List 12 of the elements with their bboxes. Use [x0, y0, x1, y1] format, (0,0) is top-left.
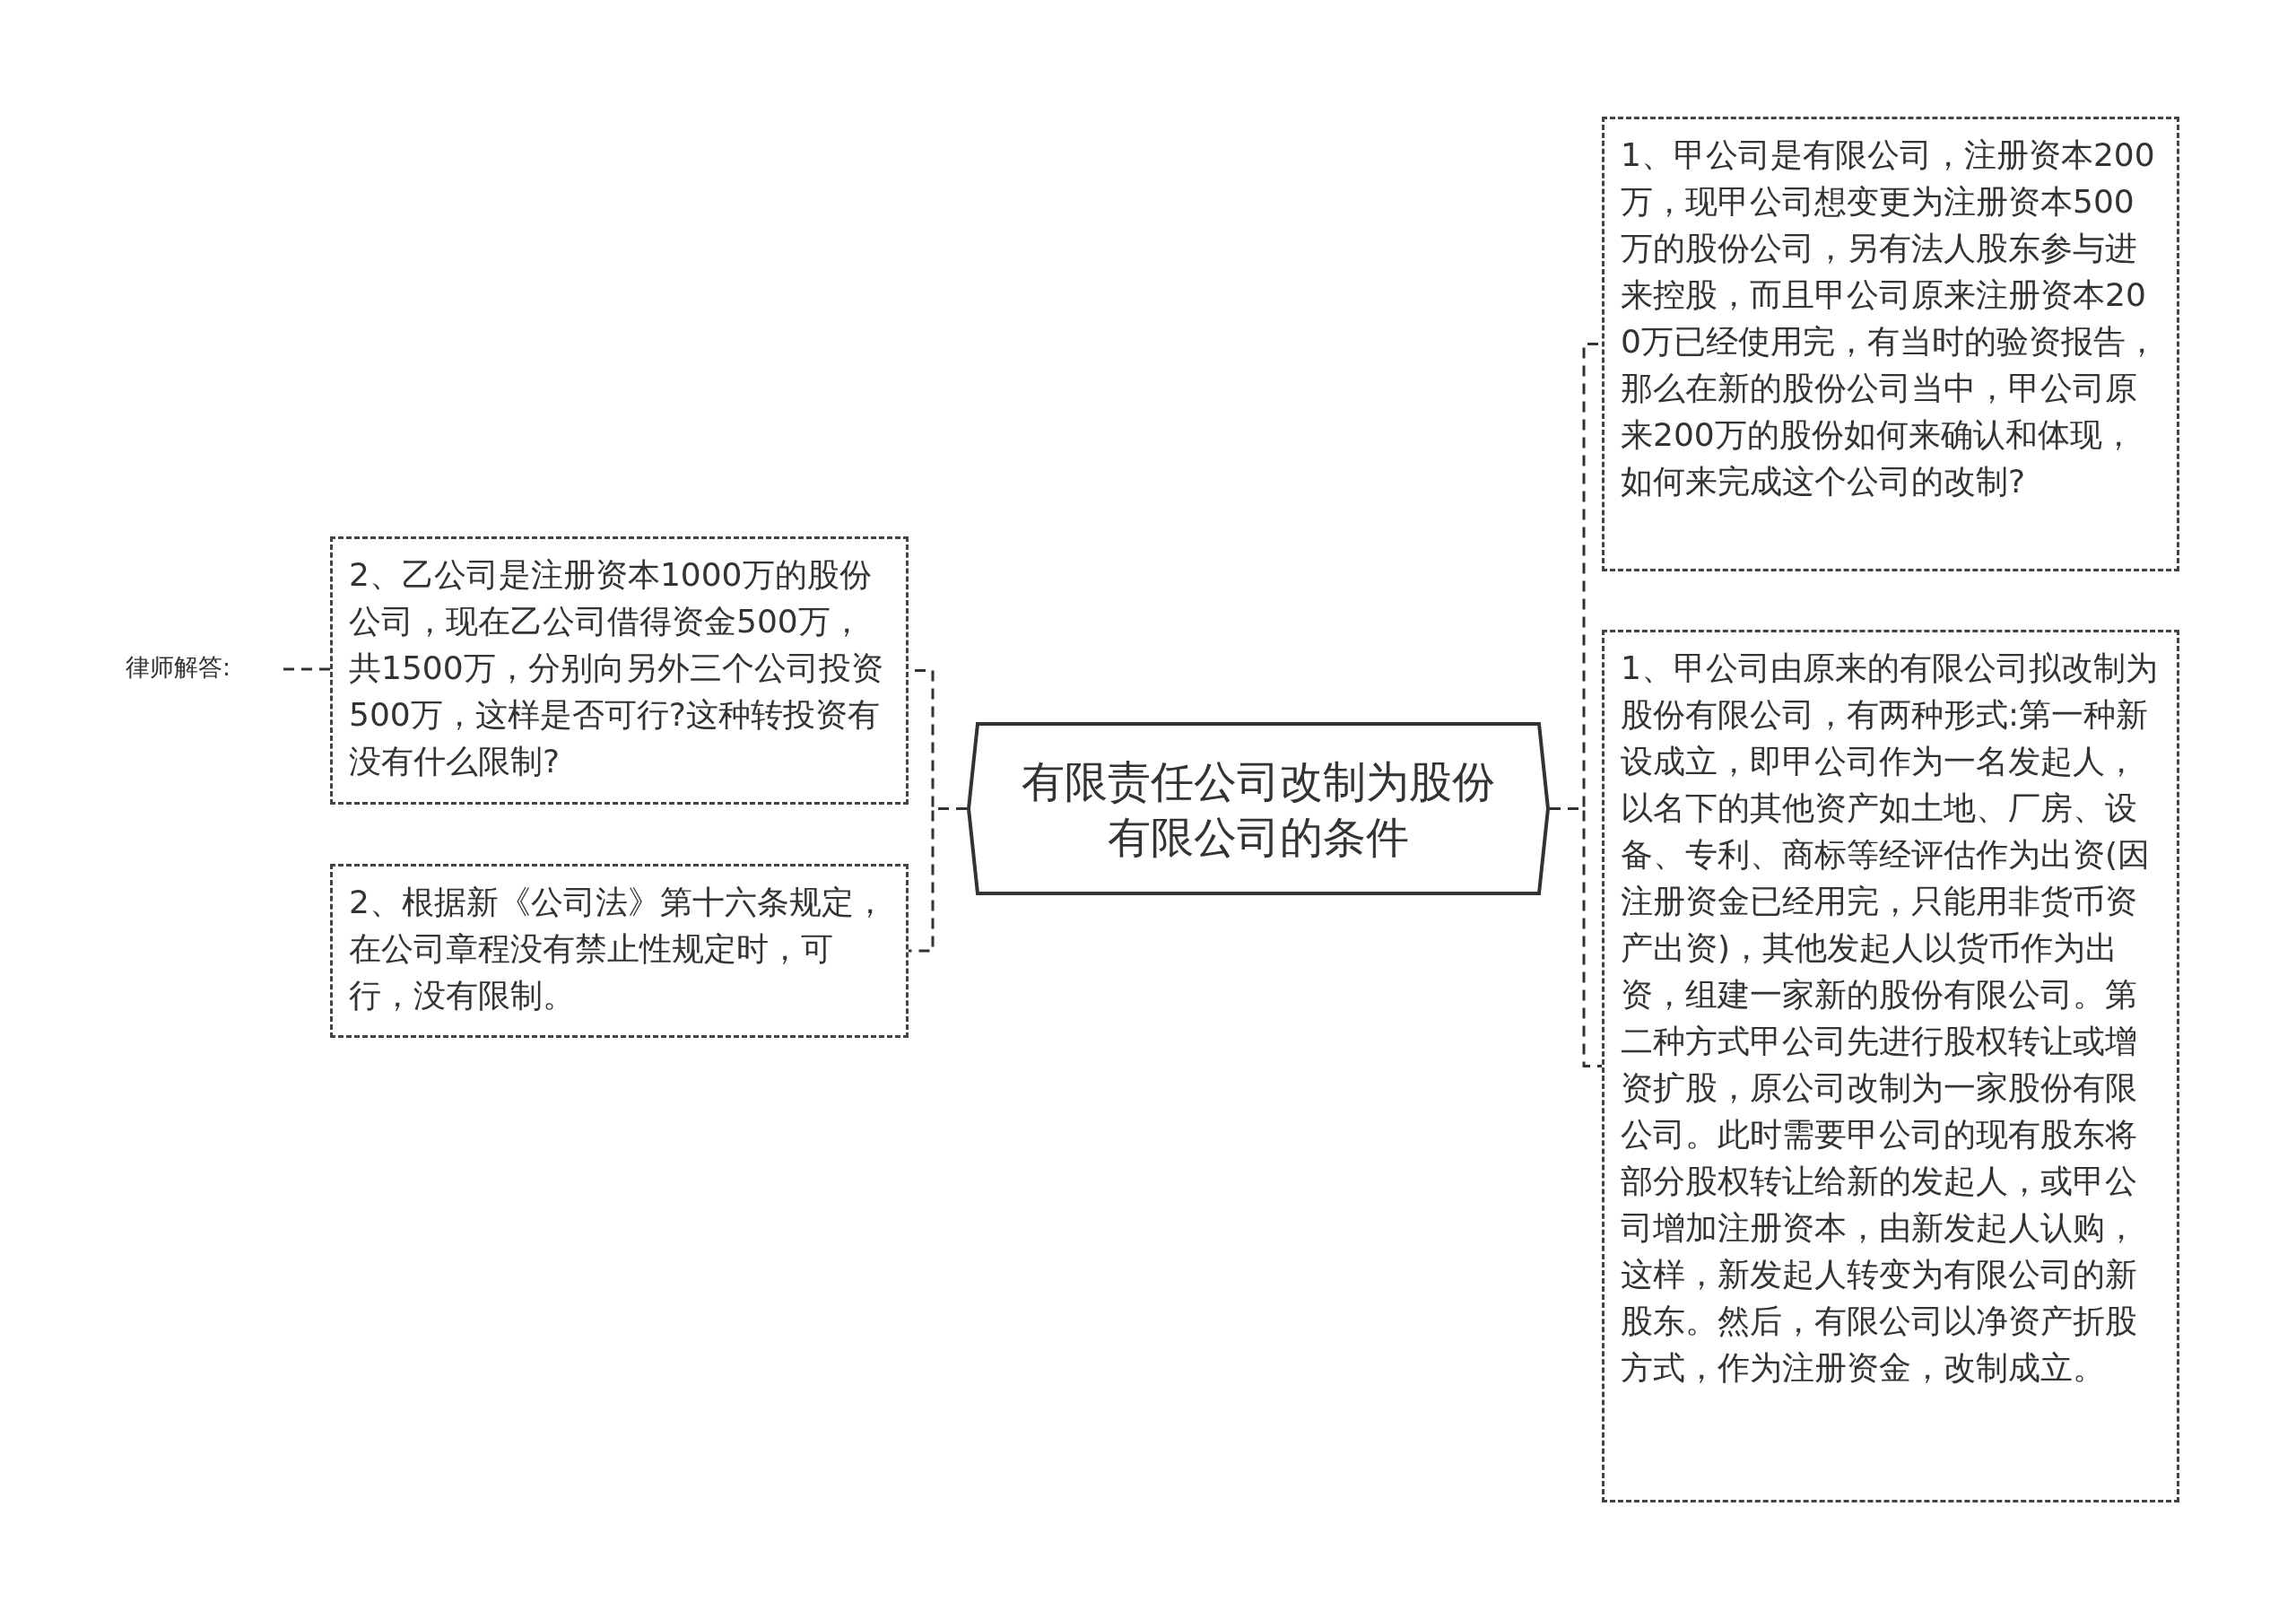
text-box: [330, 864, 909, 1038]
node-text: 律师解答:: [125, 652, 232, 683]
text-box: [330, 536, 909, 805]
connector-line: [909, 807, 967, 953]
node-text: 1、甲公司是有限公司，注册资本200万，现甲公司想变更为注册资本500万的股份公司，另有法人股东参与进来控股，而且甲公司原来注册资本200万已经使用完，有当时的验资报告，那么在新的股份公司当中，甲公司原来200万的股份如何来确认和体现，如何来完成这个公司的改制?: [1620, 135, 2159, 501]
connector-line: [1550, 807, 1602, 1067]
text-box: [1602, 630, 2179, 1502]
text-box: [1602, 117, 2179, 571]
node-text: 2、乙公司是注册资本1000万的股份公司，现在乙公司借得资金500万，共1500万，分别向另外三个公司投资500万，这样是否可行?这种转投资有没有什么限制?: [348, 555, 884, 781]
node-text: 2、根据新《公司法》第十六条规定，在公司章程没有禁止性规定时，可行，没有限制。: [348, 883, 887, 1015]
node-text: 有限责任公司改制为股份有限公司的条件: [1021, 754, 1496, 864]
node-text: 1、甲公司由原来的有限公司拟改制为股份有限公司，有两种形式:第一种新设成立，即甲公司作为一名发起人，以名下的其他资产如土地、厂房、设备、专利、商标等经评估作为出资(因注册资金已经用完，只能用非货币资产出资)，其他发起人以货币作为出资，组建一家新的股份有限公司。第二种方式甲公司先进行股权转让或增资扩股，原公司改制为一家股份有限公司。此时需要甲公司的现有股东将部分股权转让给新的发起人，或甲公司增加注册资本，由新发起人认购，这样，新发起人转变为有限公司的新股东。然后，有限公司以净资产折股方式，作为注册资金，改制成立。: [1620, 649, 2159, 1388]
